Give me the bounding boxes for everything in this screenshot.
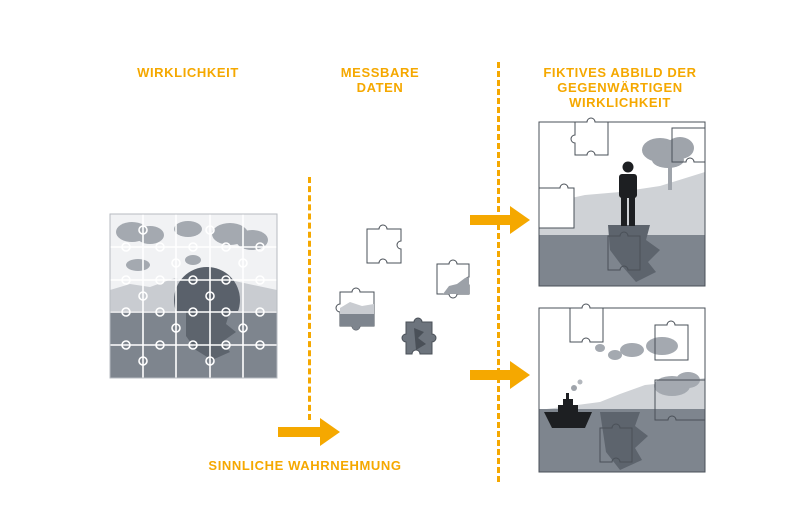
puzzle-gap-outlines bbox=[538, 117, 706, 229]
arrow-right-icon bbox=[470, 206, 530, 234]
puzzle-overlay-dark bbox=[599, 423, 633, 463]
heading-line: MESSBARE bbox=[340, 65, 420, 80]
puzzle-overlay-dark bbox=[607, 231, 641, 271]
cloud-icon bbox=[595, 337, 700, 396]
puzzle-icon bbox=[335, 287, 375, 331]
heading-line: DATEN bbox=[356, 80, 404, 95]
heading-line: SINNLICHE WAHRNEHMUNG bbox=[208, 458, 402, 473]
ship-icon bbox=[544, 379, 592, 428]
divider-dashed-left bbox=[308, 177, 311, 420]
puzzle-icon bbox=[436, 259, 470, 299]
arrow-right-icon bbox=[470, 361, 530, 389]
heading-wirklichkeit: WIRKLICHKEIT bbox=[118, 65, 258, 80]
person-icon bbox=[619, 161, 637, 226]
reality-puzzle bbox=[110, 214, 277, 378]
divider-dashed-right bbox=[497, 62, 500, 482]
tree-icon bbox=[642, 137, 694, 190]
fictive-scene-ship bbox=[539, 308, 705, 472]
heading-line: WIRKLICHKEIT bbox=[569, 95, 671, 110]
puzzle-gap-outlines bbox=[569, 303, 706, 421]
heading-line: WIRKLICHKEIT bbox=[137, 65, 239, 80]
heading-sinnliche-wahrnehmung: SINNLICHE WAHRNEHMUNG bbox=[180, 458, 430, 473]
arrow-right-icon bbox=[278, 418, 340, 446]
heading-fiktives-abbild: FIKTIVES ABBILD DER GEGENWÄRTIGEN WIRKLI… bbox=[520, 65, 720, 110]
heading-line: GEGENWÄRTIGEN bbox=[557, 80, 683, 95]
puzzle-icon bbox=[366, 224, 402, 264]
puzzle-grid-reality bbox=[110, 214, 277, 378]
heading-messbare-daten: MESSBARE DATEN bbox=[320, 65, 440, 95]
heading-line: FIKTIVES ABBILD DER bbox=[543, 65, 697, 80]
puzzle-icon bbox=[401, 317, 437, 355]
